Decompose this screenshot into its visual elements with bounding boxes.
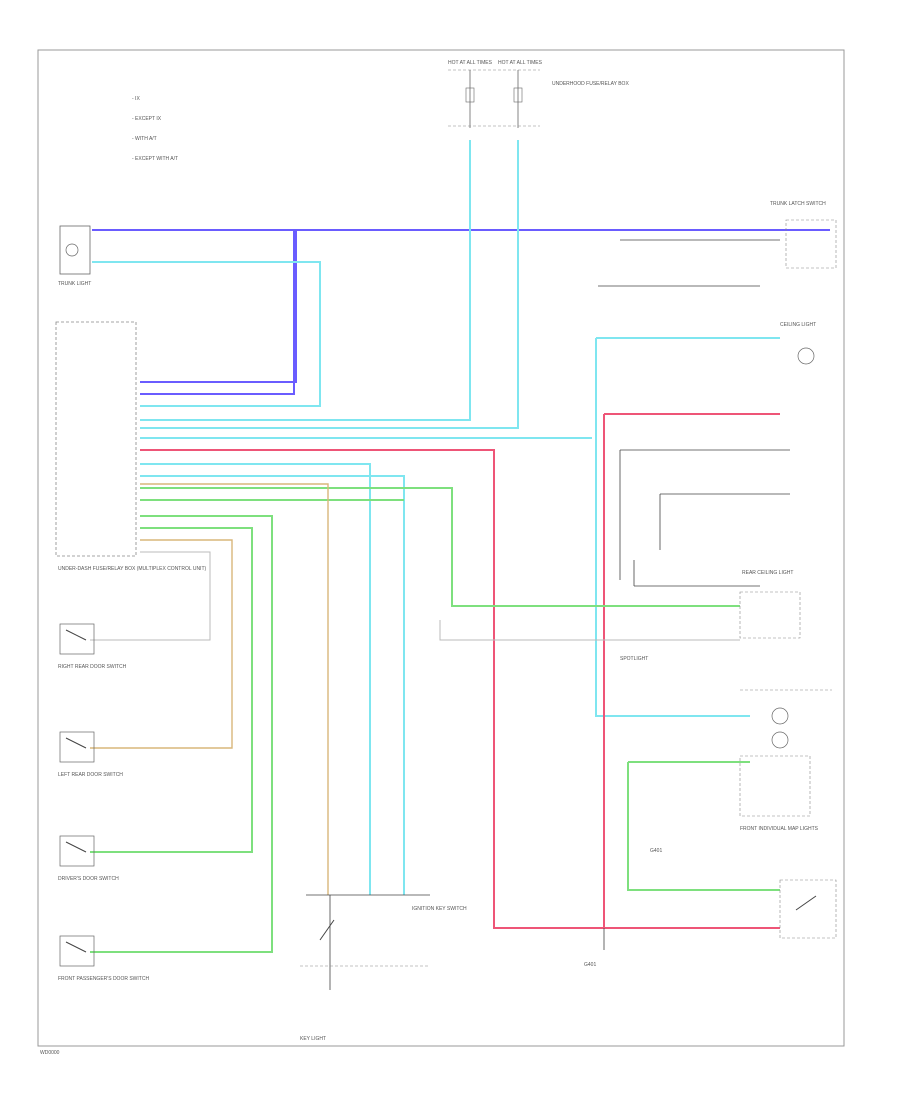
footer-code: WD0000 [40,1050,60,1056]
wire-blue [92,229,830,395]
right-rear-switch-label: RIGHT REAR DOOR SWITCH [58,664,127,670]
ground-points: G401 G401 [584,848,662,968]
legend-item: - EXCEPT IX [132,116,162,122]
wire-pink [140,413,780,929]
fuse-box-label: UNDERHOOD FUSE/RELAY BOX [552,81,629,87]
control-unit: UNDER-DASH FUSE/RELAY BOX (MULTIPLEX CON… [55,321,207,572]
wire-gray [90,551,740,641]
trunk-latch-label: TRUNK LATCH SWITCH [770,201,826,207]
front-individual-map-lights: FRONT INDIVIDUAL MAP LIGHTS [739,755,819,832]
wire-light-blue [92,140,780,895]
fuse-label-left: HOT AT ALL TIMES [448,60,493,66]
legend-item: - WITH A/T [132,136,157,142]
driver-door-switch: DRIVER'S DOOR SWITCH [58,835,119,882]
ceiling-light-label: CEILING LIGHT [780,322,816,328]
front-individual-label: FRONT INDIVIDUAL MAP LIGHTS [740,826,819,832]
fuse-label-right: HOT AT ALL TIMES [498,60,543,66]
rear-ceiling-light: REAR CEILING LIGHT [739,570,801,639]
wire-black [306,239,790,990]
ground-label: G401 [650,848,662,854]
trunk-light: TRUNK LIGHT [58,225,91,287]
fuse-block: HOT AT ALL TIMES HOT AT ALL TIMES UNDERH… [448,60,629,128]
driver-switch-label: DRIVER'S DOOR SWITCH [58,876,119,882]
wire-green [90,487,780,953]
rear-ceiling-label: REAR CEILING LIGHT [742,570,793,576]
spotlight: SPOTLIGHT [620,656,832,749]
trunk-light-label: TRUNK LIGHT [58,281,91,287]
front-passenger-switch-label: FRONT PASSENGER'S DOOR SWITCH [58,976,149,982]
trunk-latch-switch: TRUNK LATCH SWITCH [770,201,837,269]
left-rear-door-switch: LEFT REAR DOOR SWITCH [58,731,123,778]
legend-item: - EXCEPT WITH A/T [132,156,178,162]
diagram-frame [37,49,845,1047]
front-passenger-door-switch: FRONT PASSENGER'S DOOR SWITCH [58,935,149,982]
legend-item: - IX [132,96,140,102]
key-light-label: KEY LIGHT [300,1036,326,1042]
ignition-switch-label: IGNITION KEY SWITCH [412,906,467,912]
left-rear-switch-label: LEFT REAR DOOR SWITCH [58,772,123,778]
right-rear-door-switch: RIGHT REAR DOOR SWITCH [58,623,127,670]
wire-tan [90,483,329,895]
ground-label: G401 [584,962,596,968]
spotlight-label: SPOTLIGHT [620,656,648,662]
ceiling-light: CEILING LIGHT [780,322,816,365]
ignition-key-switch: IGNITION KEY SWITCH KEY LIGHT [300,906,467,1042]
control-unit-label: UNDER-DASH FUSE/RELAY BOX (MULTIPLEX CON… [58,566,207,572]
passenger-door-light [779,879,837,939]
legend: - IX - EXCEPT IX - WITH A/T - EXCEPT WIT… [132,96,178,162]
